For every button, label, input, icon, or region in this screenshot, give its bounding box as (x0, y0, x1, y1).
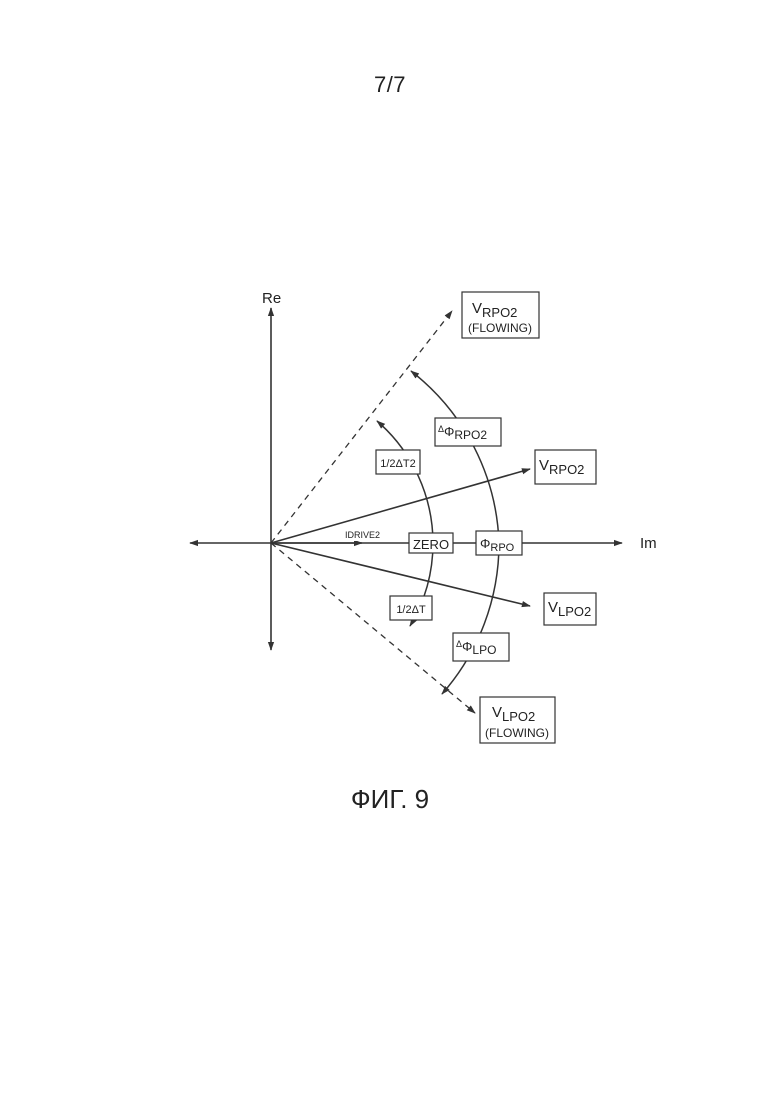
i-drive2-label: IDRIVE2 (345, 530, 380, 540)
delta-phi-rpo2-arc (411, 371, 499, 543)
half-delta-t2-label: 1/2ΔT2 (380, 458, 415, 470)
half-delta-t-label: 1/2ΔT (396, 604, 426, 616)
re-axis-label: Re (262, 290, 281, 307)
zero-label: ZERO (413, 537, 449, 552)
im-axis-label: Im (640, 535, 657, 552)
v-rpo2-flowing-vector (271, 311, 452, 543)
delta-phi-lpo-arc (442, 543, 499, 694)
figure-caption: ФИГ. 9 (0, 784, 780, 815)
v-lpo2-flowing-note: (FLOWING) (485, 726, 549, 740)
v-rpo2-flowing-note: (FLOWING) (468, 321, 532, 335)
half-delta-t2-arc (377, 421, 433, 543)
